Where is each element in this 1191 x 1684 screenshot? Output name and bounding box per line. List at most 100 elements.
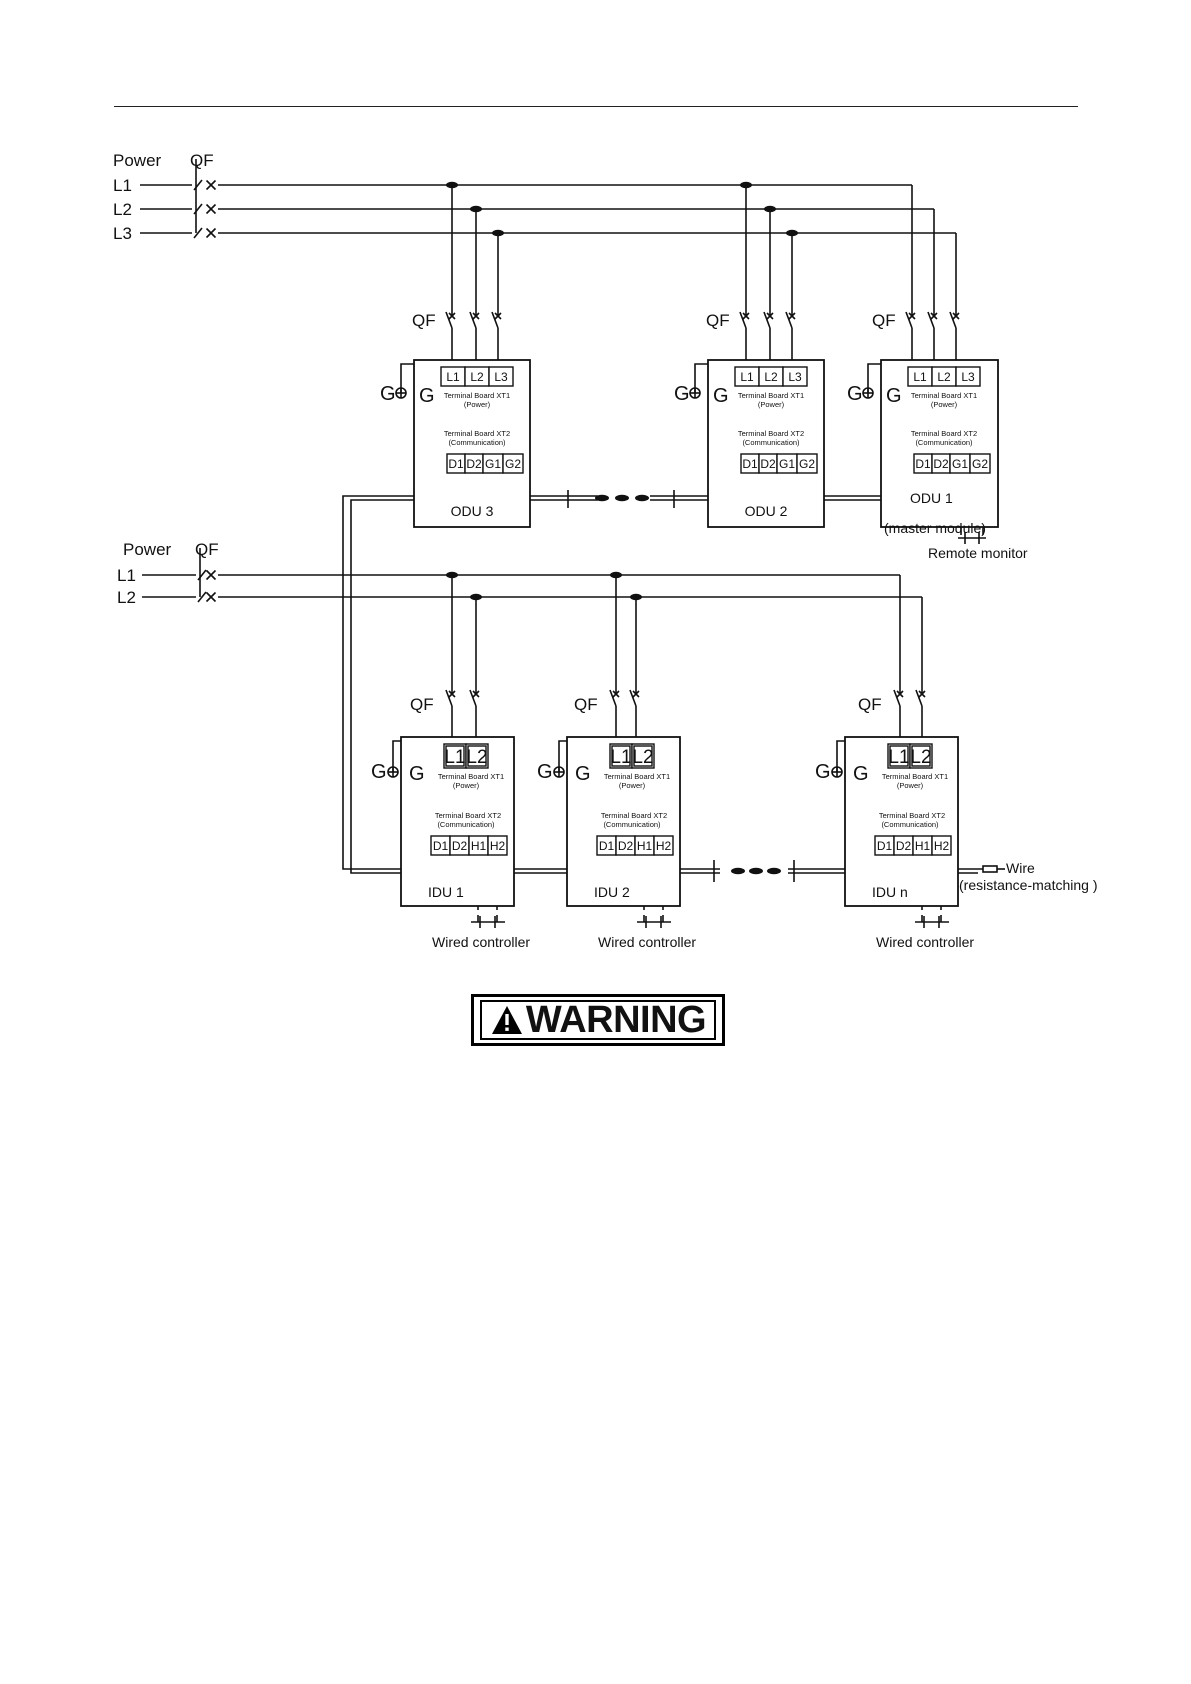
terminal-label-l1: L1 (740, 370, 754, 384)
terminal-label-l3: L3 (494, 370, 508, 384)
breaker-contact-mark (930, 312, 938, 320)
terminal-g2 (502, 453, 524, 474)
continuation-dot (767, 867, 781, 875)
breaker-contact-mark (896, 690, 904, 698)
odu-box (707, 359, 825, 528)
xt2-sub-label: (Communication) (742, 438, 800, 447)
resistor-icon (982, 865, 998, 873)
terminal-l3 (488, 366, 514, 387)
terminal-label-g1: G1 (485, 457, 501, 471)
terminal-label-l1: L1 (913, 370, 927, 384)
power-label-indoor: Power (123, 540, 172, 559)
idu-name: IDU 2 (594, 884, 630, 900)
wired-controller-label: Wired controller (432, 934, 530, 950)
breaker-contact-mark (918, 690, 926, 698)
ground-label-external: G (371, 761, 387, 783)
xt2-sub-label: (Communication) (448, 438, 506, 447)
terminal-label-l3: L3 (788, 370, 802, 384)
terminal-label-g2: G2 (972, 457, 988, 471)
xt1-sub-label: (Power) (931, 400, 958, 409)
terminal-label-l2: L2 (470, 370, 484, 384)
terminal-inner (445, 745, 465, 767)
ground-label-internal: G (409, 763, 425, 785)
breaker-contact-mark (788, 312, 796, 320)
warning-sign: WARNING (471, 994, 725, 1046)
odu-note: (master module) (884, 520, 986, 536)
xt2-label: Terminal Board XT2 (738, 429, 804, 438)
xt1-sub-label: (Power) (453, 781, 480, 790)
terminal-label-d1: D1 (915, 457, 931, 471)
ground-label-internal: G (419, 385, 435, 407)
remote-monitor-label: Remote monitor (928, 545, 1028, 561)
ground-label-internal: G (886, 385, 902, 407)
terminal-label-h1: H1 (637, 839, 653, 853)
header-rule (114, 106, 1078, 107)
xt1-label: Terminal Board XT1 (604, 772, 670, 781)
xt1-sub-label: (Power) (758, 400, 785, 409)
breaker-blade (469, 689, 477, 707)
breaker-contact-mark (472, 312, 480, 320)
terminal-label-l2: L2 (632, 747, 653, 768)
comm-bus-outer (342, 495, 430, 870)
terminal-label-l2: L2 (937, 370, 951, 384)
terminal-label-d1: D1 (742, 457, 758, 471)
breaker-blade (445, 689, 453, 707)
terminal-label-l2: L2 (910, 747, 931, 768)
ground-label-external: G (537, 761, 553, 783)
breaker-blade (469, 311, 477, 329)
odu-box (413, 359, 531, 528)
breaker-contact-mark (448, 312, 456, 320)
terminal-label-d2: D2 (452, 839, 468, 853)
ground-label-external: G (815, 761, 831, 783)
wired-controller-label: Wired controller (598, 934, 696, 950)
wired-controller-label: Wired controller (876, 934, 974, 950)
terminal-label-l3: L3 (961, 370, 975, 384)
power-label: Power (113, 151, 162, 170)
xt2-label: Terminal Board XT2 (911, 429, 977, 438)
indoor-breaker-blade (197, 591, 207, 603)
qf-label-indoor: QF (195, 540, 219, 559)
indoor-phase-label-l1: L1 (117, 566, 136, 585)
breaker-contact-mark (472, 690, 480, 698)
breaker-contact-mark (205, 569, 217, 581)
continuation-dot (749, 867, 763, 875)
terminal-inner (633, 745, 653, 767)
terminal-inner (611, 745, 631, 767)
breaker-contact-mark (632, 690, 640, 698)
terminal-label-d1: D1 (877, 839, 893, 853)
terminal-label-d2: D2 (618, 839, 634, 853)
ground-label-internal: G (853, 763, 869, 785)
odu-name: ODU 1 (910, 490, 953, 506)
idu-qf-label: QF (858, 695, 882, 714)
ground-label-internal: G (575, 763, 591, 785)
breaker-blade (763, 311, 771, 329)
xt1-label: Terminal Board XT1 (911, 391, 977, 400)
terminal-label-h2: H2 (934, 839, 950, 853)
idu-name: IDU 1 (428, 884, 464, 900)
breaker-contact-mark (205, 227, 217, 239)
main-breaker-blade (193, 227, 203, 239)
phase-label-l1: L1 (113, 176, 132, 195)
terminal-inner (911, 745, 931, 767)
terminal-label-g1: G1 (779, 457, 795, 471)
odu-qf-label: QF (706, 311, 730, 330)
breaker-contact-mark (908, 312, 916, 320)
ground-label-internal: G (713, 385, 729, 407)
breaker-contact-mark (612, 690, 620, 698)
terminal-label-d2: D2 (760, 457, 776, 471)
breaker-blade (949, 311, 957, 329)
phase-label-l2: L2 (113, 200, 132, 219)
breaker-blade (905, 311, 913, 329)
terminal-h2 (931, 835, 952, 856)
terminal-label-h2: H2 (490, 839, 506, 853)
warning-triangle-icon (491, 1006, 522, 1034)
breaker-contact-mark (205, 179, 217, 191)
warning-label: WARNING (525, 999, 707, 1041)
xt2-label: Terminal Board XT2 (879, 811, 945, 820)
terminal-label-l1: L1 (446, 370, 460, 384)
comm-bus-inner (350, 499, 438, 874)
terminal-label-l1: L1 (444, 747, 465, 768)
terminal-label-d2: D2 (896, 839, 912, 853)
breaker-blade (893, 689, 901, 707)
